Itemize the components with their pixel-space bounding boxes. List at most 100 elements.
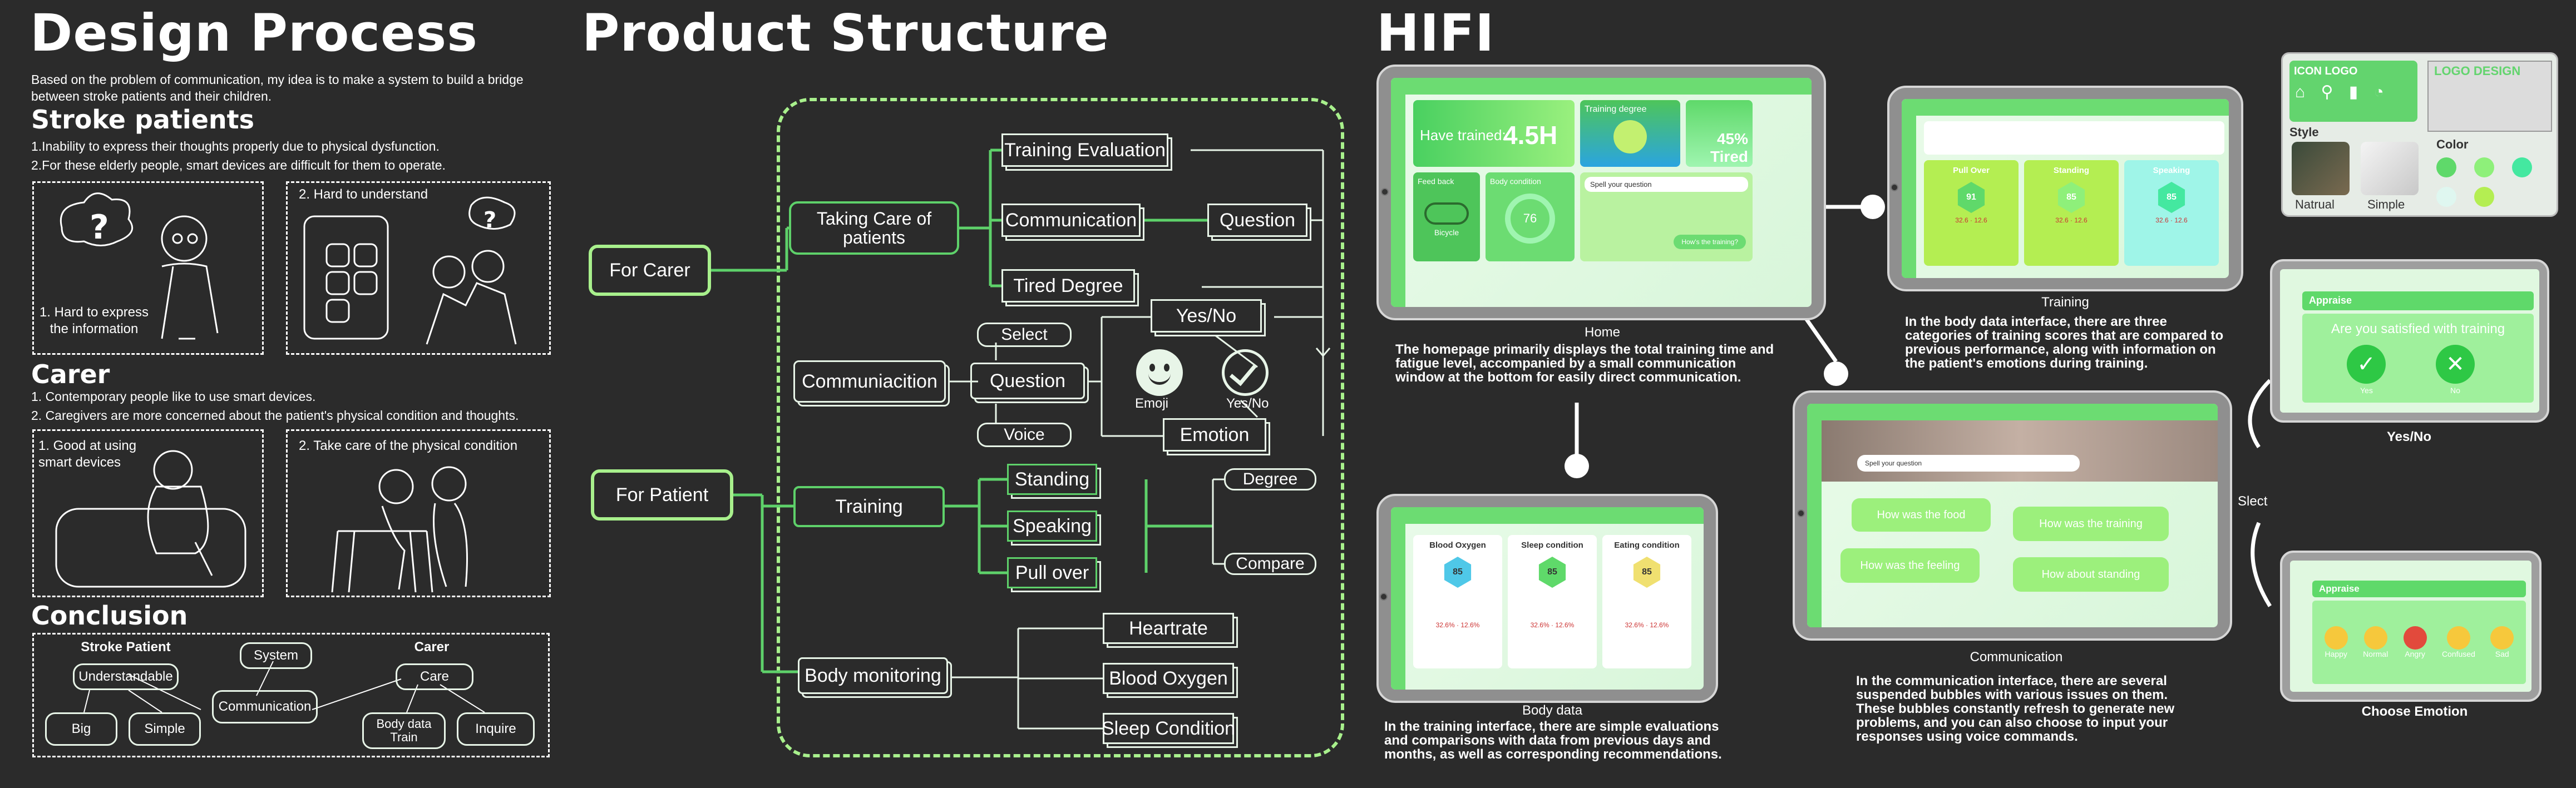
node-standing: Standing [1007,464,1097,495]
spell-question-input[interactable]: Spell your question [1585,177,1748,192]
training-col-3-a: 32.6 [2155,216,2169,224]
node-heartrate: Heartrate [1103,613,1234,644]
conclusion-map: Stroke Patient Carer Understandable Syst… [32,633,550,757]
comm-spell-input[interactable]: Spell your question [1857,455,2080,472]
body-col-2-b: 12.6% [1555,621,1575,629]
style-label: Style [2289,125,2319,139]
carer-walker-sketch [331,466,468,593]
emotion-sad: Sad [2495,650,2509,658]
yes-check-icon[interactable]: ✓ [2347,345,2386,384]
check-circle-icon [1222,349,1269,396]
body-col-2-name: Sleep condition [1521,541,1583,550]
node-question-top: Question [1207,204,1307,237]
carer-card-2-label: 2. Take care of the physical condition [299,438,518,453]
bubble-training[interactable]: How was the training [2013,507,2169,541]
training-col-1: Pull Over 91 32.6 · 12.6 [1924,160,2019,266]
emotion-caption: Choose Emotion [2361,704,2468,719]
emoji-label: Emoji [1135,396,1169,411]
body-col-1-score: 85 [1444,557,1472,588]
body-col-2-score: 85 [1538,557,1566,588]
training-col-3-b: 12.6 [2174,216,2188,224]
bicycle-label: Bicycle [1434,228,1459,237]
training-col-2-a: 32.6 [2055,216,2069,224]
stroke-point-1: 1.Inability to express their thoughts pr… [31,139,440,153]
node-blood-oxygen: Blood Oxygen [1103,663,1234,694]
home-screen: Have trained: 4.5H Training degree 45% T… [1391,78,1812,307]
icon-logo-label: ICON LOGO [2294,65,2358,77]
natrual-label: Natrual [2295,197,2335,211]
body-data-screen: Blood Oxygen 85 32.6% · 12.6% Sleep cond… [1391,507,1704,690]
node-compare: Compare [1224,553,1316,575]
have-trained-label: Have trained: [1420,127,1506,143]
body-col-3: Eating condition 85 32.6% · 12.6% [1602,535,1691,668]
communication-desc: In the communication interface, there ar… [1856,673,2175,744]
yes-label: Yes [2360,386,2373,395]
normal-face-icon[interactable] [2363,626,2387,650]
stroke-title: Stroke patients [31,105,255,135]
stroke-card-1: ? 1. Hard to express the information [32,181,264,355]
bubble-food[interactable]: How was the food [1852,498,1991,532]
yesno-small-label: Yes/No [1226,396,1269,411]
natrual-swatch [2292,142,2350,195]
product-structure-title: Product Structure [582,3,1109,63]
node-system: System [240,642,312,669]
body-condition-card: Body condition 76 [1486,172,1575,261]
chat-card: Spell your question How's the training? [1580,172,1753,261]
node-body-monitoring: Body monitoring [798,657,948,694]
structure-frame [777,98,1344,757]
training-degree-card: Training degree [1580,100,1680,167]
training-col-1-a: 32.6 [1955,216,1968,224]
happy-face-icon[interactable] [2324,626,2348,650]
angry-face-icon[interactable] [2403,626,2427,650]
logo-design-label: LOGO DESIGN [2434,64,2521,78]
home-desc: The homepage primarily displays the tota… [1395,342,1774,385]
body-condition-value: 76 [1505,194,1555,244]
node-for-carer: For Carer [589,245,711,296]
bubble-standing[interactable]: How about standing [2013,557,2169,592]
training-degree-label: Training degree [1585,105,1647,114]
node-training: Training [793,486,945,527]
carer-card-1: 1. Good at using smart devices [32,429,264,597]
node-for-patient: For Patient [591,469,733,521]
training-screen: Pull Over 91 32.6 · 12.6 Standing 85 32.… [1902,99,2229,278]
node-degree: Degree [1224,468,1316,490]
sad-face-icon[interactable] [2490,626,2514,650]
training-caption: Training [2041,295,2089,310]
simple-swatch [2361,142,2419,195]
tired-percent: 45% [1716,130,1748,147]
slect-label: Slect [2238,494,2268,509]
body-col-3-name: Eating condition [1614,541,1680,550]
confused-face-icon[interactable] [2446,626,2470,650]
node-understandable: Understandable [73,663,179,690]
bubble-feeling[interactable]: How was the feeling [1840,548,1980,583]
tired-word: Tired [1710,148,1748,165]
training-col-2-name: Standing [2053,166,2090,175]
training-col-2-b: 12.6 [2074,216,2088,224]
node-taking-care: Taking Care of patients [789,201,959,255]
node-sleep-condition: Sleep Condition [1102,713,1235,744]
carer-point-2: 2. Caregivers are more concerned about t… [31,408,519,423]
node-voice: Voice [977,423,1072,447]
how-training-bubble[interactable]: How's the training? [1674,235,1746,249]
body-col-3-score: 85 [1633,557,1661,588]
have-trained-hours: 4.5H [1503,121,1558,150]
no-cross-icon[interactable]: ✕ [2436,345,2475,384]
have-trained-card: Have trained: 4.5H [1413,100,1575,167]
body-col-2: Sleep condition 85 32.6% · 12.6% [1508,535,1597,668]
body-col-1-a: 32.6% [1435,621,1455,629]
node-training-evaluation: Training Evaluation [1001,133,1168,167]
communication-caption: Communication [1970,650,2063,665]
node-communiacition: Communiacition [793,360,946,403]
color-palette [2436,157,2553,207]
style-guide-panel: ICON LOGO ⌂ ⚲ ▮ ◔ LOGO DESIGN Style Natr… [2281,52,2558,217]
training-col-3: Speaking 85 32.6 · 12.6 [2124,160,2219,266]
body-data-caption: Body data [1522,703,1583,718]
yesno-appraise-header: Appraise [2302,291,2534,310]
stroke-card-2: 2. Hard to understand ? [286,181,551,355]
node-tired-degree: Tired Degree [1001,269,1135,303]
carer-point-1: 1. Contemporary people like to use smart… [31,389,316,404]
yesno-caption: Yes/No [2386,429,2432,444]
home-tablet: Have trained: 4.5H Training degree 45% T… [1376,65,1826,320]
emotion-happy: Happy [2325,650,2347,658]
feedback-label: Feed back [1418,177,1454,186]
